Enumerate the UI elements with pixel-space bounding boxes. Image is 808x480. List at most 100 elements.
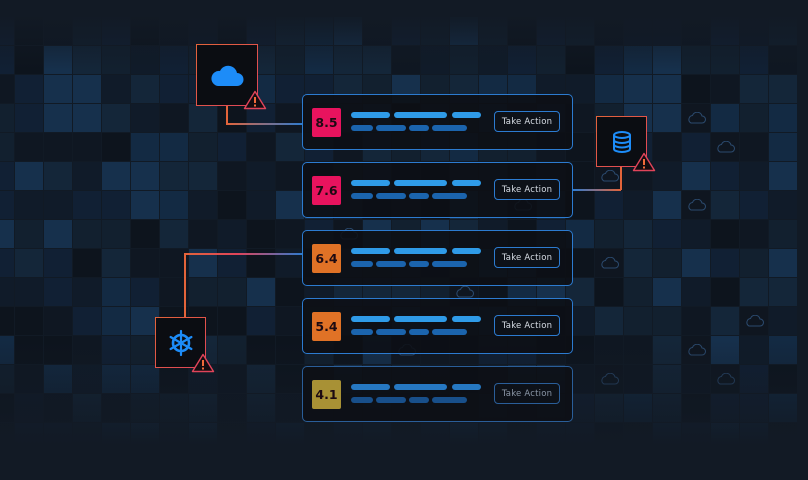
grid-cell	[595, 17, 623, 45]
grid-cell	[218, 17, 246, 45]
grid-cell	[769, 278, 797, 306]
grid-cell	[160, 191, 188, 219]
skeleton-line	[452, 180, 481, 186]
grid-cell	[740, 162, 768, 190]
grid-cell	[131, 394, 159, 422]
grid-cell	[247, 307, 275, 335]
grid-cell	[624, 220, 652, 248]
finding-card[interactable]: 6.4 Take Action	[302, 230, 573, 286]
grid-cell	[624, 75, 652, 103]
grid-cell	[102, 17, 130, 45]
grid-cell	[247, 17, 275, 45]
grid-cell	[653, 220, 681, 248]
grid-cell	[711, 307, 739, 335]
skeleton-line	[376, 261, 406, 267]
grid-cell	[624, 17, 652, 45]
grid-cell	[740, 278, 768, 306]
grid-cell	[0, 394, 14, 422]
grid-cell	[276, 365, 304, 393]
grid-cell	[276, 162, 304, 190]
grid-cell	[769, 191, 797, 219]
take-action-button[interactable]: Take Action	[494, 179, 560, 200]
grid-cell	[595, 75, 623, 103]
grid-cell	[218, 133, 246, 161]
grid-cell	[276, 191, 304, 219]
grid-cell	[276, 307, 304, 335]
grid-cell	[421, 46, 449, 74]
grid-cell	[189, 162, 217, 190]
take-action-button[interactable]: Take Action	[494, 383, 560, 404]
grid-cell	[305, 46, 333, 74]
grid-cell	[363, 423, 391, 451]
grid-cell	[653, 191, 681, 219]
grid-cell	[247, 133, 275, 161]
grid-cell	[73, 133, 101, 161]
grid-cell	[15, 220, 43, 248]
cloud-icon	[746, 315, 764, 327]
skeleton-line	[432, 125, 467, 131]
take-action-button[interactable]: Take Action	[494, 111, 560, 132]
grid-cell	[102, 104, 130, 132]
cloud-icon	[601, 257, 619, 269]
take-action-button[interactable]: Take Action	[494, 247, 560, 268]
grid-cell	[769, 423, 797, 451]
grid-cell	[218, 423, 246, 451]
grid-cell	[15, 394, 43, 422]
kubernetes-asset-node[interactable]	[155, 317, 215, 373]
database-icon	[612, 130, 631, 153]
grid-cell	[102, 162, 130, 190]
grid-cell	[595, 394, 623, 422]
take-action-button[interactable]: Take Action	[494, 315, 560, 336]
database-asset-node[interactable]	[596, 116, 656, 172]
grid-cell	[247, 423, 275, 451]
grid-cell	[537, 46, 565, 74]
grid-cell	[160, 46, 188, 74]
grid-cell	[595, 278, 623, 306]
grid-cell	[0, 162, 14, 190]
grid-cell	[44, 423, 72, 451]
grid-cell	[682, 46, 710, 74]
finding-card[interactable]: 4.1 Take Action	[302, 366, 573, 422]
grid-cell	[682, 191, 710, 219]
grid-cell	[102, 336, 130, 364]
grid-cell	[566, 46, 594, 74]
grid-cell	[740, 307, 768, 335]
skeleton-line	[351, 329, 373, 335]
finding-card[interactable]: 8.5 Take Action	[302, 94, 573, 150]
grid-cell	[305, 423, 333, 451]
skeleton-line	[351, 316, 390, 322]
grid-cell	[247, 394, 275, 422]
cloud-asset-node[interactable]	[196, 44, 267, 110]
grid-cell	[682, 365, 710, 393]
grid-cell	[44, 191, 72, 219]
grid-cell	[740, 75, 768, 103]
grid-cell	[682, 336, 710, 364]
grid-cell	[276, 104, 304, 132]
grid-cell	[653, 423, 681, 451]
grid-cell	[276, 17, 304, 45]
grid-cell	[624, 423, 652, 451]
grid-cell	[711, 394, 739, 422]
grid-cell	[247, 365, 275, 393]
cloud-icon	[688, 344, 706, 356]
grid-cell	[0, 133, 14, 161]
finding-card[interactable]: 7.6 Take Action	[302, 162, 573, 218]
grid-cell	[131, 307, 159, 335]
grid-cell	[508, 46, 536, 74]
grid-cell	[595, 423, 623, 451]
grid-cell	[15, 249, 43, 277]
grid-cell	[740, 133, 768, 161]
grid-cell	[740, 336, 768, 364]
grid-cell	[624, 278, 652, 306]
grid-cell	[740, 394, 768, 422]
grid-cell	[218, 336, 246, 364]
grid-cell	[711, 220, 739, 248]
grid-cell	[450, 17, 478, 45]
skeleton-line	[432, 261, 467, 267]
skeleton-line	[452, 248, 481, 254]
grid-cell	[73, 278, 101, 306]
grid-cell	[682, 75, 710, 103]
finding-card[interactable]: 5.4 Take Action	[302, 298, 573, 354]
skeleton-line	[351, 384, 390, 390]
skeleton-line	[452, 384, 481, 390]
